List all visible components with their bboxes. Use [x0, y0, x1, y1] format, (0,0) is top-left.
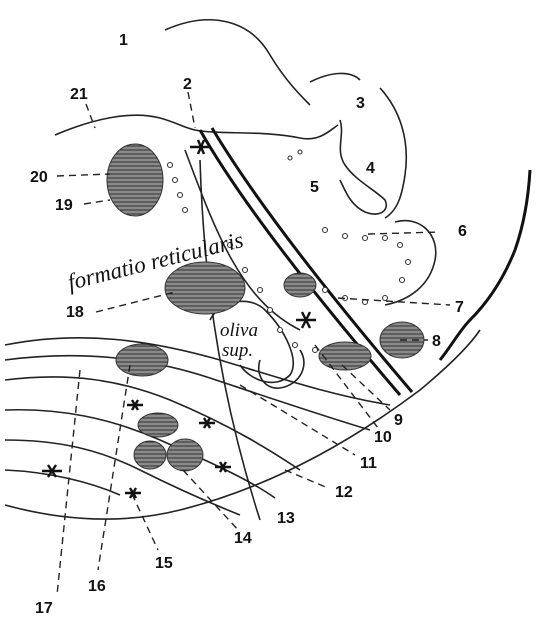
nucleus-18 [165, 262, 245, 314]
label-19: 19 [55, 197, 73, 214]
label-15: 15 [155, 555, 173, 572]
lateral-contour [440, 170, 530, 360]
label-3: 3 [356, 95, 365, 112]
nucleus-16 [116, 344, 168, 376]
label-1: 1 [119, 32, 128, 49]
label-5: 5 [310, 179, 319, 196]
label-11: 11 [360, 455, 377, 472]
label-18: 18 [66, 304, 84, 321]
nucleus-14a [138, 413, 178, 437]
label-7: 7 [455, 299, 464, 316]
label-17: 17 [35, 600, 53, 617]
label-12: 12 [335, 484, 353, 501]
ventricle-contour [55, 115, 338, 139]
nucleus-14c [167, 439, 203, 471]
label-13: 13 [277, 510, 295, 527]
label-6: 6 [458, 223, 467, 240]
nucleus-10 [319, 342, 371, 370]
label-20: 20 [30, 169, 48, 186]
label-14: 14 [234, 530, 252, 547]
label-9: 9 [394, 412, 403, 429]
oliva-sup-label: sup. [222, 340, 253, 361]
label-2: 2 [183, 76, 192, 93]
label-10: 10 [374, 429, 392, 446]
label-4: 4 [366, 160, 375, 177]
nucleus-7 [284, 273, 316, 297]
label-16: 16 [88, 578, 106, 595]
label-8: 8 [432, 333, 441, 350]
oliva-label: oliva [220, 320, 258, 341]
nucleus-19-20 [107, 144, 163, 216]
label-21: 21 [70, 86, 88, 103]
nucleus-14b [134, 441, 166, 469]
cerebellar-peduncle-contour [310, 73, 386, 214]
